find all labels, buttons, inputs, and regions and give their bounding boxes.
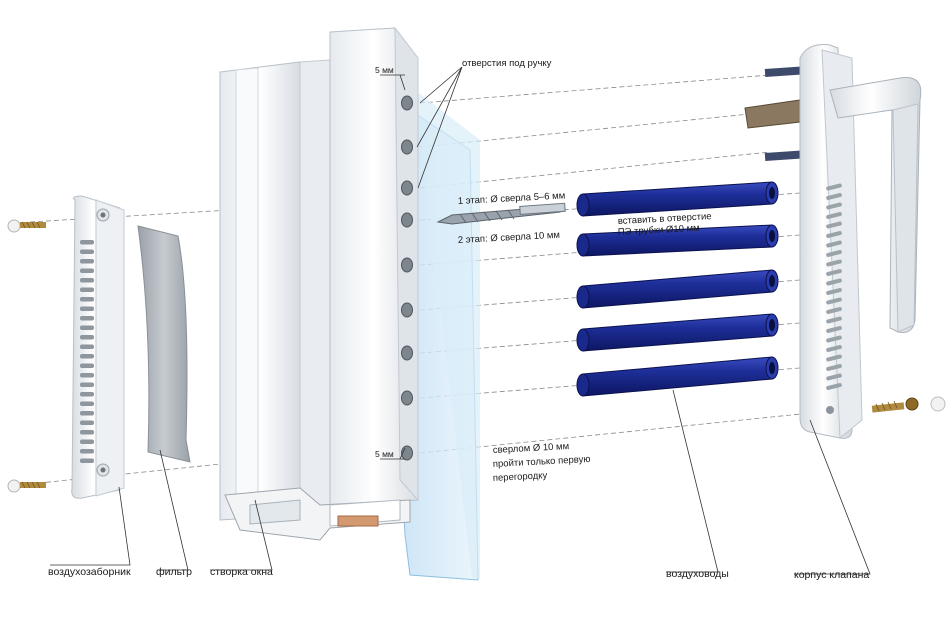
intake-slot xyxy=(80,306,94,311)
drill-hole xyxy=(401,180,413,196)
drill-hole xyxy=(401,257,413,273)
intake-slot xyxy=(80,363,94,368)
valve-slot xyxy=(826,269,842,276)
intake-slot xyxy=(80,401,94,406)
label-filter: фильтр xyxy=(156,566,192,578)
valve-slot xyxy=(826,183,842,191)
intake-slot xyxy=(80,430,94,435)
handle-pins xyxy=(744,66,801,162)
valve-slots xyxy=(826,183,842,390)
right-screw xyxy=(871,396,946,413)
intake-slot xyxy=(80,278,94,283)
valve-slot xyxy=(826,250,842,257)
drill-hole xyxy=(401,95,413,111)
drill-note-line1: сверлом Ø 10 мм xyxy=(493,441,570,456)
valve-slot xyxy=(826,345,842,352)
air-duct-tube xyxy=(576,224,779,257)
valve-slot xyxy=(826,335,842,343)
label-valve-body: корпус клапана xyxy=(794,569,869,581)
drill-hole xyxy=(401,390,413,406)
intake-slot xyxy=(80,420,94,425)
intake-slot xyxy=(80,287,94,292)
gap-top-label: 5 мм xyxy=(375,65,394,75)
drill-hole xyxy=(401,212,413,228)
drill-note-line3: перегородку xyxy=(493,470,548,484)
valve-slot xyxy=(826,231,842,238)
air-duct-tube xyxy=(576,313,779,352)
gap-bottom-label: 5 мм xyxy=(375,449,394,459)
label-air-ducts: воздуховоды xyxy=(666,568,729,580)
insert-tubes-annotation-line1: вставить в отверстие xyxy=(618,211,712,227)
valve-slot xyxy=(826,297,842,305)
valve-slot xyxy=(826,240,842,248)
label-air-intake: воздухозаборник xyxy=(48,566,131,578)
handle-holes-annotation: отверстия под ручку xyxy=(462,58,552,69)
intake-slot xyxy=(80,259,94,264)
intake-slot xyxy=(80,373,94,378)
drill-bit xyxy=(436,202,566,225)
drill-note-line2: пройти только первую xyxy=(493,454,591,470)
intake-slot xyxy=(80,344,94,349)
intake-slot xyxy=(80,458,94,463)
valve-slot xyxy=(826,212,842,219)
air-duct-tube xyxy=(576,356,779,397)
valve-slot xyxy=(826,278,842,286)
valve-slot xyxy=(826,316,842,324)
drill-hole xyxy=(401,345,413,361)
air-intake-part xyxy=(71,195,125,499)
intake-slot xyxy=(80,268,94,273)
valve-slot xyxy=(826,383,842,390)
air-ducts xyxy=(576,181,779,397)
insert-tubes-annotation-line2: ПЭ трубки Ø10 мм xyxy=(618,223,700,238)
drill-hole xyxy=(401,139,413,155)
valve-slot xyxy=(826,326,842,333)
filter-part xyxy=(137,225,191,463)
intake-slot xyxy=(80,240,94,245)
valve-slot xyxy=(826,221,842,229)
air-duct-tube xyxy=(576,181,779,217)
intake-slots xyxy=(80,240,94,463)
valve-body-part xyxy=(799,44,922,440)
valve-slot xyxy=(826,259,842,267)
intake-slot xyxy=(80,411,94,416)
drill-hole xyxy=(401,302,413,318)
leader-lines xyxy=(50,66,871,575)
intake-slot xyxy=(80,392,94,397)
intake-slot xyxy=(80,249,94,254)
intake-slot xyxy=(80,449,94,454)
valve-slot xyxy=(826,202,842,210)
intake-slot xyxy=(80,297,94,302)
intake-slot xyxy=(80,439,94,444)
valve-slot xyxy=(826,193,842,200)
sash-profile xyxy=(219,26,480,581)
intake-slot xyxy=(80,335,94,340)
valve-slot xyxy=(826,373,842,381)
valve-slot xyxy=(826,307,842,314)
sash-drill-holes xyxy=(401,95,413,461)
valve-slot xyxy=(826,354,842,362)
left-screw-top xyxy=(7,219,46,233)
valve-slot xyxy=(826,364,842,371)
valve-slot xyxy=(826,288,842,295)
intake-slot xyxy=(80,316,94,321)
label-sash: створка окна xyxy=(210,566,273,578)
intake-slot xyxy=(80,325,94,330)
intake-slot xyxy=(80,382,94,387)
air-duct-tube xyxy=(576,269,779,309)
drill-step2-annotation: 2 этап: Ø сверла 10 мм xyxy=(458,230,561,246)
left-screw-bottom xyxy=(7,479,46,493)
intake-slot xyxy=(80,354,94,359)
